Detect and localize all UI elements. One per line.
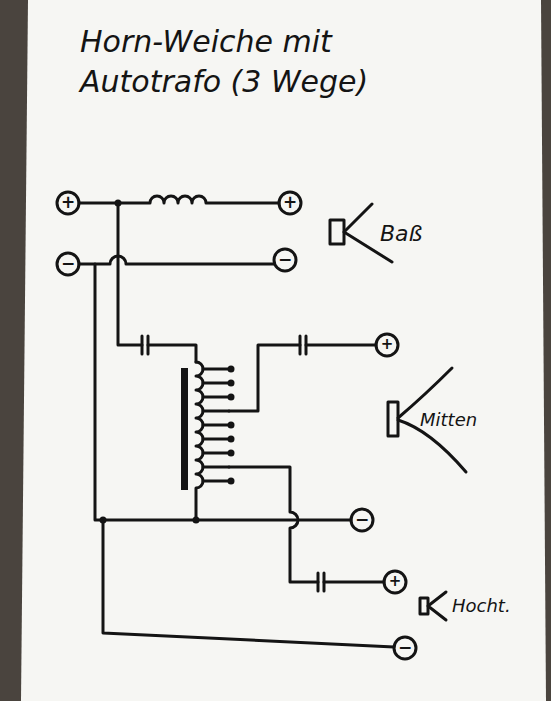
speaker-symbol	[330, 220, 344, 244]
ground-bus	[95, 264, 351, 520]
terminal-sign: −	[398, 639, 412, 656]
terminal-circle	[384, 571, 406, 593]
terminal-circle	[279, 192, 301, 214]
title: Horn-Weiche mit Autotrafo (3 Wege)	[80, 22, 410, 102]
wire	[306, 344, 376, 347]
transformer-taps	[203, 369, 229, 481]
speaker-symbol	[388, 402, 398, 436]
speaker-label: Baß	[380, 223, 422, 245]
ground-bus	[103, 520, 394, 647]
wire	[229, 467, 318, 582]
wire	[229, 345, 300, 411]
tap-dot	[228, 422, 235, 429]
speaker-cone	[428, 592, 446, 620]
terminal-circle	[394, 637, 416, 659]
terminal-circle	[376, 334, 398, 356]
terminal-circle	[57, 253, 79, 275]
tap-dot	[228, 478, 235, 485]
transformer-core	[181, 368, 188, 490]
terminal-sign: −	[278, 251, 292, 268]
terminal-sign: +	[381, 337, 394, 352]
minus-wire	[79, 256, 274, 264]
terminal-circle	[351, 509, 373, 531]
tap-dot	[228, 380, 235, 387]
terminal-sign: +	[283, 194, 297, 211]
wire	[324, 581, 384, 584]
wire	[118, 203, 142, 345]
terminal-sign: −	[61, 255, 75, 272]
tap-dot	[228, 394, 235, 401]
junction-dot	[115, 200, 122, 207]
speaker-label: Mitten	[420, 411, 477, 429]
tap-dot	[228, 366, 235, 373]
inductor-wire	[79, 196, 279, 203]
terminal-circle	[57, 192, 79, 214]
paper-card	[21, 0, 546, 701]
tap-dot	[228, 450, 235, 457]
junction-dot	[193, 517, 200, 524]
wire	[148, 345, 196, 362]
terminal-circle	[274, 249, 296, 271]
terminal-sign: +	[61, 194, 75, 211]
junction-dot	[100, 517, 107, 524]
tap-dot	[228, 436, 235, 443]
transformer-coil	[196, 362, 203, 520]
terminal-sign: −	[355, 511, 369, 528]
terminal-sign: +	[389, 574, 402, 589]
speaker-label: Hocht.	[452, 597, 511, 615]
